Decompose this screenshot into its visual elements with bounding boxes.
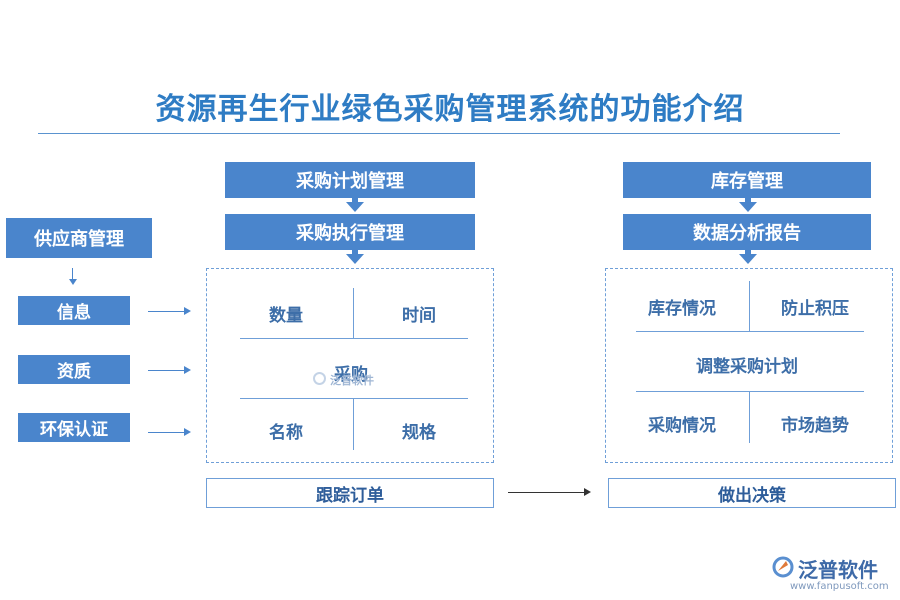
arrow-info-line xyxy=(148,311,184,312)
logo-url: www.fanpusoft.com xyxy=(790,581,889,592)
center-grid-hline-top xyxy=(240,338,468,339)
cell-adjust-plan: 调整采购计划 xyxy=(696,357,798,377)
cell-inventory-status: 库存情况 xyxy=(648,299,716,319)
purchase-plan-box: 采购计划管理 xyxy=(225,162,475,198)
right-grid-hline-top xyxy=(636,331,864,332)
right-grid-vline-bottom xyxy=(749,391,750,443)
supplier-arrow-stem xyxy=(72,268,73,280)
watermark-icon xyxy=(313,372,326,385)
supplier-eco-cert-box: 环保认证 xyxy=(18,413,130,442)
cell-market-trend: 市场趋势 xyxy=(781,416,849,436)
center-arrow1-head xyxy=(346,202,364,212)
center-grid-vline-top xyxy=(353,288,354,338)
arrow-qualification-line xyxy=(148,370,184,371)
footer-arrow-head xyxy=(584,488,591,496)
supplier-info-box: 信息 xyxy=(18,296,130,325)
supplier-management-box: 供应商管理 xyxy=(6,218,152,258)
right-grid-hline-bottom xyxy=(636,391,864,392)
logo-name: 泛普软件 xyxy=(798,558,878,582)
center-arrow2-head xyxy=(346,254,364,264)
cell-spec: 规格 xyxy=(402,423,436,443)
cell-name: 名称 xyxy=(269,423,303,443)
page-title: 资源再生行业绿色采购管理系统的功能介绍 xyxy=(155,92,745,127)
watermark-text: 泛普软件 xyxy=(330,374,374,387)
track-order-box: 跟踪订单 xyxy=(206,478,494,508)
right-grid-vline-top xyxy=(749,281,750,331)
purchase-detail-panel xyxy=(206,268,494,463)
cell-time: 时间 xyxy=(402,306,436,326)
supplier-qualification-box: 资质 xyxy=(18,355,130,384)
data-analysis-report-box: 数据分析报告 xyxy=(623,214,871,250)
center-arrow2-stem xyxy=(352,250,358,255)
arrow-info-head xyxy=(184,307,191,315)
right-arrow2-head xyxy=(739,254,757,264)
center-grid-hline-bottom xyxy=(240,398,468,399)
right-arrow2-stem xyxy=(745,250,751,255)
fanpu-logo-icon xyxy=(772,556,794,578)
footer-arrow-line xyxy=(508,492,584,493)
center-arrow1-stem xyxy=(352,198,358,203)
cell-purchase: 采购 xyxy=(334,365,368,385)
inventory-management-box: 库存管理 xyxy=(623,162,871,198)
title-divider xyxy=(38,133,840,134)
right-arrow1-stem xyxy=(745,198,751,203)
arrow-eco-line xyxy=(148,432,184,433)
center-grid-vline-bottom xyxy=(353,398,354,450)
cell-prevent-overstock: 防止积压 xyxy=(781,299,849,319)
supplier-arrow-head xyxy=(69,279,77,285)
arrow-eco-head xyxy=(184,428,191,436)
analysis-detail-panel xyxy=(605,268,893,463)
cell-purchase-status: 采购情况 xyxy=(648,416,716,436)
purchase-execution-box: 采购执行管理 xyxy=(225,214,475,250)
right-arrow1-head xyxy=(739,202,757,212)
cell-quantity: 数量 xyxy=(269,306,303,326)
arrow-qualification-head xyxy=(184,366,191,374)
make-decision-box: 做出决策 xyxy=(608,478,896,508)
